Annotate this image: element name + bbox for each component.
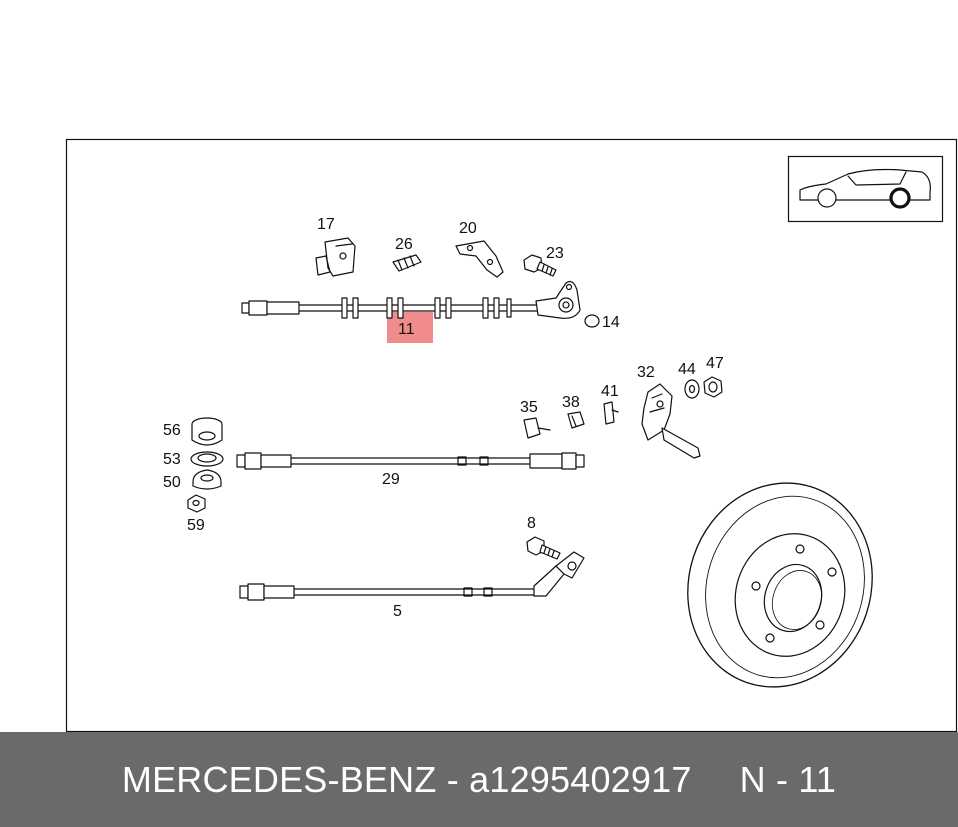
- caption-separator: -: [446, 758, 459, 800]
- callout-35[interactable]: 35: [520, 399, 538, 416]
- car-rear-wheel-icon: [787, 155, 944, 223]
- part-23-bolt[interactable]: [523, 254, 557, 277]
- callout-32[interactable]: 32: [637, 364, 655, 381]
- part-47-nut[interactable]: [703, 376, 723, 398]
- highlight-11: [387, 312, 433, 343]
- part-44-washer[interactable]: [684, 379, 700, 399]
- callout-50[interactable]: 50: [163, 474, 181, 491]
- brake-disc-icon: [687, 482, 873, 688]
- caption-bar: MERCEDES-BENZ - a1295402917 N - 11: [0, 732, 958, 827]
- callout-17[interactable]: 17: [317, 216, 335, 233]
- part-56-cap[interactable]: [191, 417, 223, 446]
- callout-44[interactable]: 44: [678, 361, 696, 378]
- part-20-clip[interactable]: [455, 240, 504, 278]
- part-53-ring[interactable]: [190, 451, 224, 467]
- part-32-sensor[interactable]: [641, 383, 701, 459]
- callout-20[interactable]: 20: [459, 220, 477, 237]
- part-29-sensor-cable[interactable]: [236, 452, 585, 470]
- callout-53[interactable]: 53: [163, 451, 181, 468]
- parts-diagram: 17 26 20 23 11 14 32 44 47 35 38 41 56 5…: [65, 138, 958, 732]
- callout-26[interactable]: 26: [395, 236, 413, 253]
- callout-56[interactable]: 56: [163, 422, 181, 439]
- part-59-nut[interactable]: [187, 494, 206, 513]
- callout-5[interactable]: 5: [393, 603, 402, 620]
- part-50-bushing[interactable]: [192, 469, 222, 490]
- part-35-clip[interactable]: [523, 417, 551, 439]
- part-26-grommet[interactable]: [392, 254, 422, 272]
- callout-59[interactable]: 59: [187, 517, 205, 534]
- diagram-reference: N - 11: [739, 758, 837, 800]
- callout-38[interactable]: 38: [562, 394, 580, 411]
- part-5-sensor-cable[interactable]: [239, 551, 585, 601]
- callout-8[interactable]: 8: [527, 515, 536, 532]
- callout-47[interactable]: 47: [706, 355, 724, 372]
- part-14-o-ring[interactable]: [584, 314, 600, 328]
- brand-name: MERCEDES-BENZ: [121, 758, 437, 800]
- callout-41[interactable]: 41: [601, 383, 619, 400]
- part-11-sensor-cable[interactable]: [241, 280, 581, 319]
- part-17-bracket[interactable]: [315, 237, 356, 277]
- callout-14[interactable]: 14: [602, 314, 620, 331]
- part-41-clip[interactable]: [603, 401, 619, 425]
- callout-11[interactable]: 11: [398, 321, 415, 338]
- callout-29[interactable]: 29: [382, 471, 400, 488]
- callout-23[interactable]: 23: [546, 245, 564, 262]
- part-38-clip[interactable]: [567, 411, 585, 429]
- part-8-bolt[interactable]: [526, 536, 561, 560]
- part-number: a1295402917: [469, 758, 692, 800]
